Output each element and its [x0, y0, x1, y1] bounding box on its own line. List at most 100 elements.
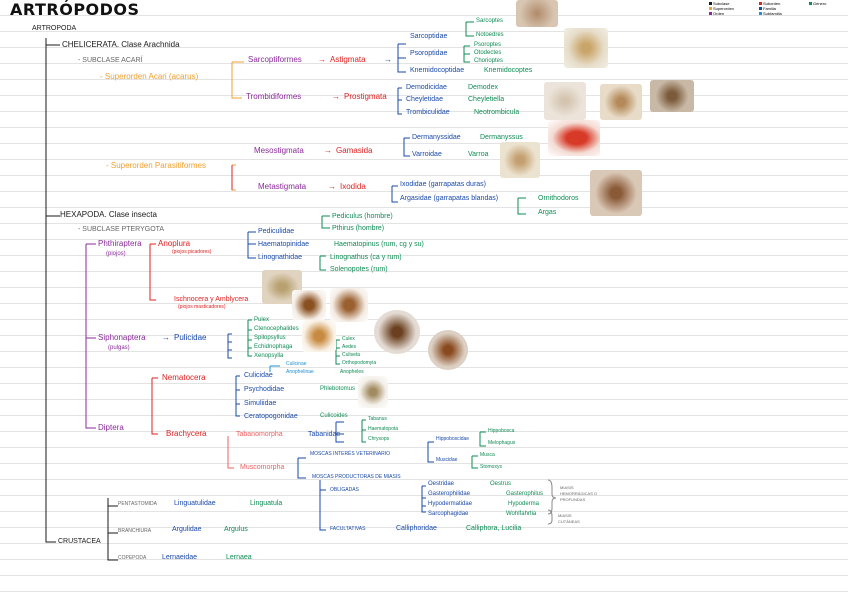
node-mesostigmata: Mesostigmata [254, 146, 304, 155]
node-echidnophaga: Echidnophaga [254, 344, 293, 350]
node-knemidocoptes: Knemidocoptes [484, 67, 533, 74]
node-gamasida: Gamasida [336, 146, 373, 155]
node-pediculus: Pediculus (hombre) [332, 213, 393, 220]
node-subclase-acari: - SUBCLASE ACARÍ [78, 57, 143, 64]
legend-item-orden: Orden [709, 11, 759, 16]
flea-photo-2 [330, 288, 368, 322]
legend-item-subfamilia: Subfamilia [759, 11, 809, 16]
node-haematopinus: Haematopinus (rum, cg y su) [334, 241, 424, 248]
node-linguatula: Linguatula [250, 500, 283, 507]
node-argasidae: Argasidae (garrapatas blandas) [400, 195, 499, 202]
node-subclase-pterygota: - SUBCLASE PTERYGOTA [78, 226, 165, 233]
arrow: → [332, 92, 340, 101]
node-hypoderma: Hypoderma [508, 501, 540, 507]
node-orthopodomyia: Orthopodomyia [342, 360, 377, 366]
node-phlebotomus: Phlebotomus [320, 386, 356, 392]
node-lernaea: Lernaea [226, 554, 252, 561]
node-oestridae: Oestridae [428, 481, 455, 487]
sarcoptes-photo [516, 0, 558, 27]
node-argulidae: Argulidae [172, 526, 202, 533]
node-sarcophagidae: Sarcophagidae [428, 511, 469, 517]
node-varroa: Varroa [468, 151, 489, 158]
legend-item-subclase: Subclase [709, 1, 759, 6]
node-notoedres: Notoedres [476, 32, 504, 38]
node-facultativas: FACULTATIVAS [330, 526, 366, 532]
flea-photo-3 [302, 320, 336, 352]
node-hippobosca: Hippobosca [488, 428, 515, 434]
node-culicinae: Culicinae [286, 361, 307, 367]
node-pthirus: Pthirus (hombre) [332, 225, 385, 232]
legend-item-genero: Género [809, 1, 848, 6]
culex-photo [428, 330, 468, 370]
legend-col-1: Subclase Superorden Orden [709, 1, 759, 16]
node-xenopsylla: Xenopsylla [254, 353, 284, 359]
node-diptera: Diptera [98, 423, 124, 432]
node-ischnocera: Ischnocera y Amblycera [174, 296, 249, 303]
node-linognathus: Linognathus (ca y rum) [330, 254, 402, 261]
node-aedes: Aedes [342, 344, 357, 350]
node-otodectes: Otodectes [474, 50, 502, 56]
node-crustacea: CRUSTACEA [58, 538, 101, 545]
node-pulgas: (pulgas) [108, 345, 130, 351]
node-superorden-parasitiformes: - Superorden Parasitiformes [106, 161, 207, 170]
legend-item-familia: Familia [759, 6, 809, 11]
node-ceratopogonidae: Ceratopogonidae [244, 413, 298, 420]
node-argulus: Argulus [224, 526, 248, 533]
node-ctenocephalides: Ctenocephalides [254, 326, 299, 332]
node-cheyletidae: Cheyletidae [406, 96, 443, 103]
node-demodex: Demodex [468, 84, 498, 91]
node-artropoda: ARTROPODA [32, 25, 77, 32]
node-solenopotes: Solenopotes (rum) [330, 266, 388, 273]
node-knemidocoptidae: Knemidocoptidae [410, 67, 465, 74]
node-pulicidae: Pulicidae [174, 333, 207, 342]
node-phthiraptera: Phthiraptera [98, 239, 142, 248]
arrow: → [384, 55, 392, 64]
legend-item-suborden: Suborden [759, 1, 809, 6]
node-dermanyssidae: Dermanyssidae [412, 134, 461, 141]
dermanyssus-photo [548, 120, 600, 156]
node-metastigmata: Metastigmata [258, 182, 307, 191]
varroa-photo [500, 142, 540, 178]
cheyletiella-photo [600, 84, 642, 120]
node-moscas-veterinario: MOSCAS INTERÉS VETERINARIO [310, 451, 391, 457]
node-neotrombicula: Neotrombicula [474, 109, 520, 116]
psoroptes-photo [564, 28, 608, 68]
node-dermanyssus: Dermanyssus [480, 134, 523, 141]
node-tabanus: Tabanus [368, 416, 387, 422]
node-gasterophilidae: Gasterophilidae [428, 491, 471, 497]
neotrombicula-photo [650, 80, 694, 112]
node-linguatulidae: Linguatulidae [174, 500, 216, 507]
node-siphonaptera: Siphonaptera [98, 333, 146, 342]
arrow: → [324, 146, 332, 155]
node-psychodidae: Psychodidae [244, 386, 285, 393]
node-pentastomida: PENTASTOMIDA [118, 501, 157, 507]
node-ornithodoros: Ornithodoros [538, 195, 579, 202]
node-ixodida: Ixodida [340, 182, 366, 191]
node-stomoxys: Stomoxys [480, 464, 502, 470]
flea-photo-1 [292, 290, 326, 320]
arrow: → [328, 182, 336, 191]
node-psoroptidae: Psoroptidae [410, 50, 448, 57]
node-haematopinidae: Haematopinidae [258, 241, 309, 248]
node-miasis-profundas: MIASIS HEMORRÁGICAS O PROFUNDAS [560, 485, 598, 502]
node-hexapoda: HEXAPODA. Clase insecta [60, 210, 157, 219]
node-linognathidae: Linognathidae [258, 254, 302, 261]
node-cheyletiella: Cheyletiella [468, 96, 505, 103]
node-muscidae: Muscidae [436, 457, 458, 463]
node-piojos: (piojos) [106, 251, 126, 257]
legend-col-2: Suborden Familia Subfamilia [759, 1, 809, 16]
node-psoroptes: Psoroptes [474, 42, 502, 48]
node-sarcoptiformes: Sarcoptiformes [248, 55, 302, 64]
node-ischnocera-note: (piojos masticadores) [178, 304, 226, 310]
legend-col-3: Género [809, 1, 848, 6]
node-calliphoridae: Calliphoridae [396, 525, 437, 532]
node-hypodermatidae: Hypodermatidae [428, 501, 473, 507]
node-prostigmata: Prostigmata [344, 92, 387, 101]
node-anoplura: Anoplura [158, 239, 191, 248]
node-calliphora: Calliphora, Lucilia [466, 525, 522, 532]
demodex-photo [544, 82, 586, 120]
node-muscomorpha: Muscomorpha [240, 464, 285, 471]
node-ixodidae: Ixodidae (garrapatas duras) [400, 181, 486, 188]
